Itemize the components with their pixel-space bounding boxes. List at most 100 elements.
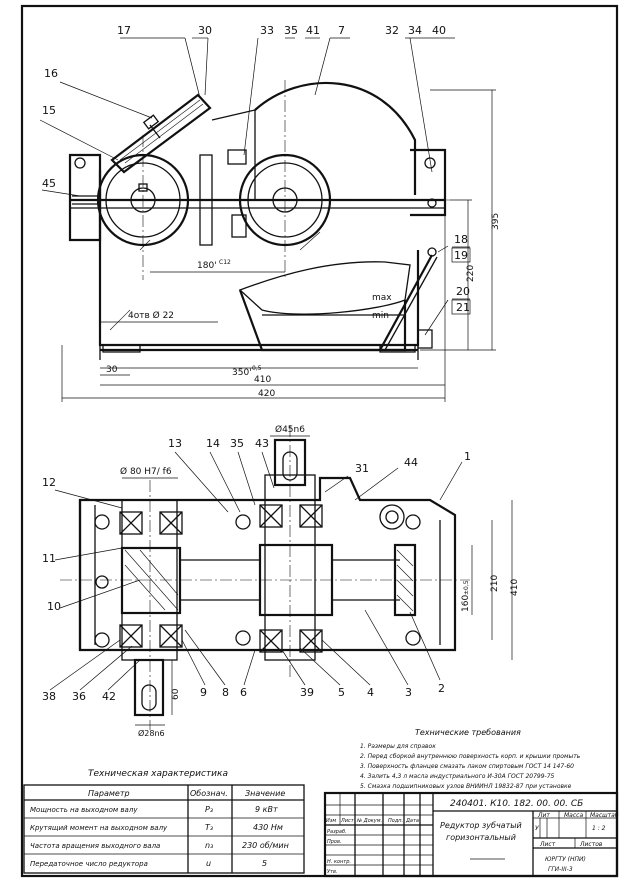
spec-row-2-symbol: T₃	[205, 823, 213, 832]
callout-36: 36	[72, 690, 86, 703]
dim-350: 350'	[232, 368, 252, 378]
dim-180: 180'	[197, 261, 217, 271]
callout-39: 39	[300, 686, 314, 699]
callout-35b: 35	[230, 437, 244, 450]
label-min: min	[372, 311, 389, 321]
callout-9: 9	[200, 686, 207, 699]
dim-d28: Ø28n6	[138, 728, 165, 738]
callout-5: 5	[338, 686, 345, 699]
callout-19: 19	[454, 249, 468, 262]
callout-11: 11	[42, 552, 56, 565]
tb-list: Лист	[340, 818, 355, 824]
spec-row-1-symbol: P₃	[205, 805, 213, 814]
label-max: max	[372, 293, 392, 303]
callout-33: 33	[260, 24, 274, 37]
callout-41: 41	[306, 24, 320, 37]
callout-44: 44	[404, 456, 418, 469]
dim-d45: Ø45n6	[275, 424, 305, 435]
plan-view-callouts: 13 14 35 43 31 44 1 12 11 10 38 36 42 9 …	[42, 424, 520, 738]
tb-sign: Подп.	[388, 818, 403, 824]
dim-60: 60	[171, 688, 181, 700]
callout-4: 4	[367, 686, 374, 699]
callout-16: 16	[44, 67, 58, 80]
front-view-callouts: 17 30 33 35 41 7 32 34 40 16 15 45 18 19…	[42, 24, 501, 399]
callout-31: 31	[355, 462, 369, 475]
callout-15: 15	[42, 104, 56, 117]
tb-date: Дата	[405, 818, 419, 824]
callout-17: 17	[117, 24, 131, 37]
spec-row-1-param: Мощность на выходном валу	[30, 806, 138, 814]
requirement-1: 1. Размеры для справок	[360, 743, 436, 750]
callout-2: 2	[438, 682, 445, 695]
technical-requirements: Технические требования 1. Размеры для сп…	[360, 728, 581, 790]
dim-410-vertical: 410	[510, 579, 520, 596]
spec-title: Техническая характеристика	[88, 769, 228, 779]
tb-izm: Изм	[326, 818, 336, 824]
callout-21: 21	[456, 301, 470, 314]
spec-row-3-param: Частота вращения выходного вала	[30, 842, 160, 850]
title-block: Изм Лист № Докум. Подп. Дата Разраб. Про…	[323, 791, 619, 878]
requirements-title: Технические требования	[415, 728, 521, 737]
tb-lit-val: У	[535, 825, 539, 832]
tb-org-2: ГГИ-III-3	[548, 866, 573, 873]
tb-name-1: Редуктор зубчатый	[440, 821, 522, 830]
tb-listov-lbl: Листов	[579, 841, 603, 848]
sheet-frame	[20, 4, 619, 878]
callout-45: 45	[42, 177, 56, 190]
tb-razrab: Разраб.	[327, 829, 347, 835]
requirement-5: 5. Смазка подшипниковых узлов ВНИИНЛ 198…	[360, 783, 572, 790]
tb-masht: Масштаб	[590, 812, 619, 819]
spec-header-value: Значение	[245, 789, 285, 798]
front-view	[39, 37, 496, 402]
callout-38: 38	[42, 690, 56, 703]
dim-410: 410	[254, 375, 271, 385]
callout-40: 40	[432, 24, 446, 37]
tb-org-1: ЮРГТУ (НПИ)	[545, 856, 586, 863]
callout-8: 8	[222, 686, 229, 699]
tb-doc: № Докум.	[356, 818, 382, 824]
spec-row-3-symbol: n₃	[205, 841, 213, 850]
callout-10: 10	[47, 600, 61, 613]
requirement-4: 4. Залить 4,3 л масла индустриального И-…	[360, 773, 555, 780]
callout-43: 43	[255, 437, 269, 450]
callout-42: 42	[102, 690, 116, 703]
dim-180-tol: C12	[219, 259, 231, 266]
spec-table: Техническая характеристика Параметр Обоз…	[23, 769, 305, 874]
tb-prov: Пров.	[327, 839, 342, 845]
callout-35: 35	[284, 24, 298, 37]
tb-massa: Масса	[564, 812, 583, 819]
dim-30: 30	[106, 365, 118, 375]
dim-395: 395	[491, 213, 501, 230]
spec-row-1-value: 9 кВт	[255, 805, 278, 814]
plan-view	[49, 425, 513, 730]
spec-row-4-param: Передаточное число редуктора	[30, 860, 148, 868]
spec-row-2-param: Крутящий момент на выходном валу	[30, 824, 168, 832]
callout-14: 14	[206, 437, 220, 450]
callout-12: 12	[42, 476, 56, 489]
spec-header-symbol: Обознач.	[190, 789, 228, 798]
tb-list-lbl: Лист	[539, 841, 556, 848]
spec-row-3-value: 230 об/мин	[242, 841, 289, 850]
requirement-2: 2. Перед сборкой внутреннюю поверхность …	[360, 753, 581, 760]
spec-header-param: Параметр	[88, 789, 130, 798]
spec-row-2-value: 430 Нм	[253, 823, 283, 832]
dim-holes: 4отв Ø 22	[128, 310, 174, 321]
callout-18: 18	[454, 233, 468, 246]
callout-32: 32	[385, 24, 399, 37]
callout-34: 34	[408, 24, 422, 37]
callout-3: 3	[405, 686, 412, 699]
dim-220: 220	[466, 265, 476, 282]
requirement-3: 3. Поверхность фланцев смазать лаком спи…	[360, 763, 574, 770]
callout-13: 13	[168, 437, 182, 450]
dim-d80: Ø 80 H7/ f6	[120, 466, 172, 477]
spec-row-4-value: 5	[262, 859, 267, 868]
dim-420: 420	[258, 389, 275, 399]
tb-designation: 240401. К10. 182. 00. 00. СБ	[450, 799, 583, 809]
callout-7: 7	[338, 24, 345, 37]
tb-scale: 1 : 2	[592, 825, 606, 832]
dim-350-tol: 0,5	[252, 365, 262, 372]
callout-1: 1	[464, 450, 471, 463]
tb-name-2: горизонтальный	[446, 833, 516, 842]
